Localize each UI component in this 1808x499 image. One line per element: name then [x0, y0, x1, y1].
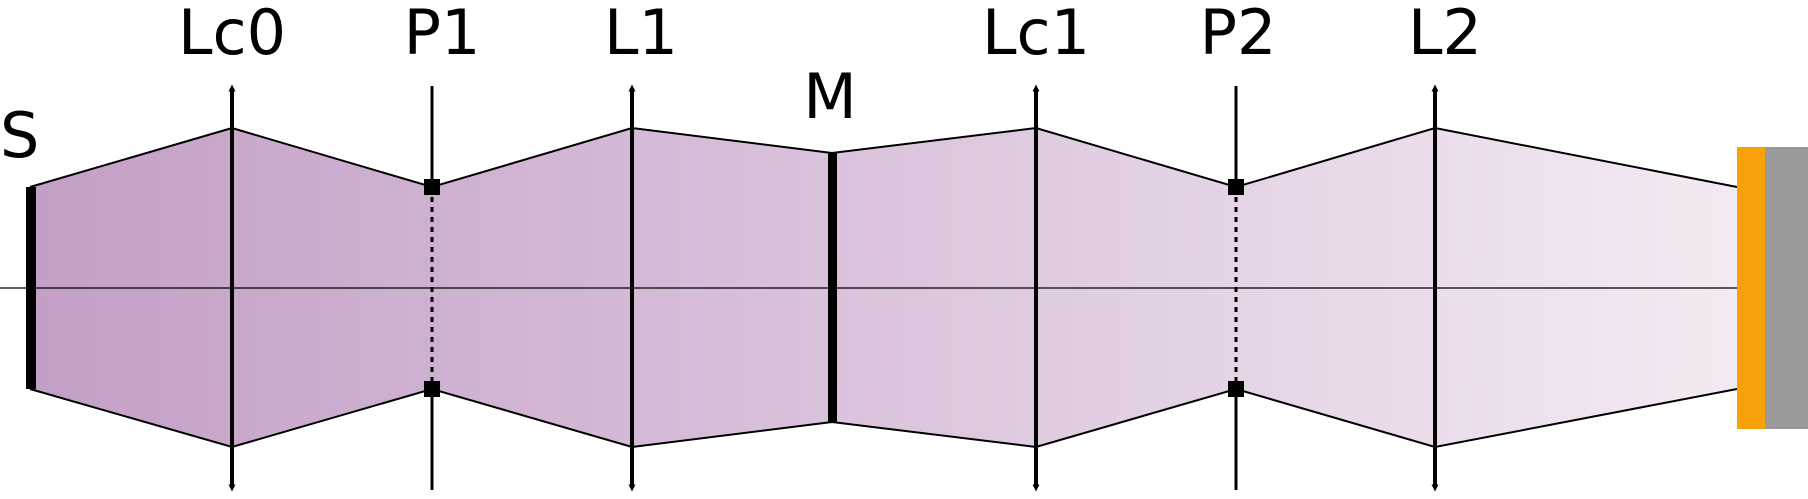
label-p1: P1: [404, 0, 481, 69]
pupil-p1-icon: [424, 86, 440, 490]
label-lc1: Lc1: [982, 0, 1090, 69]
label-l2: L2: [1408, 0, 1482, 69]
detector-front: [1737, 147, 1765, 429]
mirror-element: [828, 153, 837, 423]
label-l1: L1: [604, 0, 678, 69]
label-lc0: Lc0: [178, 0, 286, 69]
detector-back: [1765, 147, 1808, 429]
label-source: S: [0, 99, 39, 172]
label-mirror: M: [803, 60, 857, 133]
label-p2: P2: [1200, 0, 1277, 69]
source-element: [26, 187, 36, 389]
pupil-p2-icon: [1228, 86, 1244, 490]
